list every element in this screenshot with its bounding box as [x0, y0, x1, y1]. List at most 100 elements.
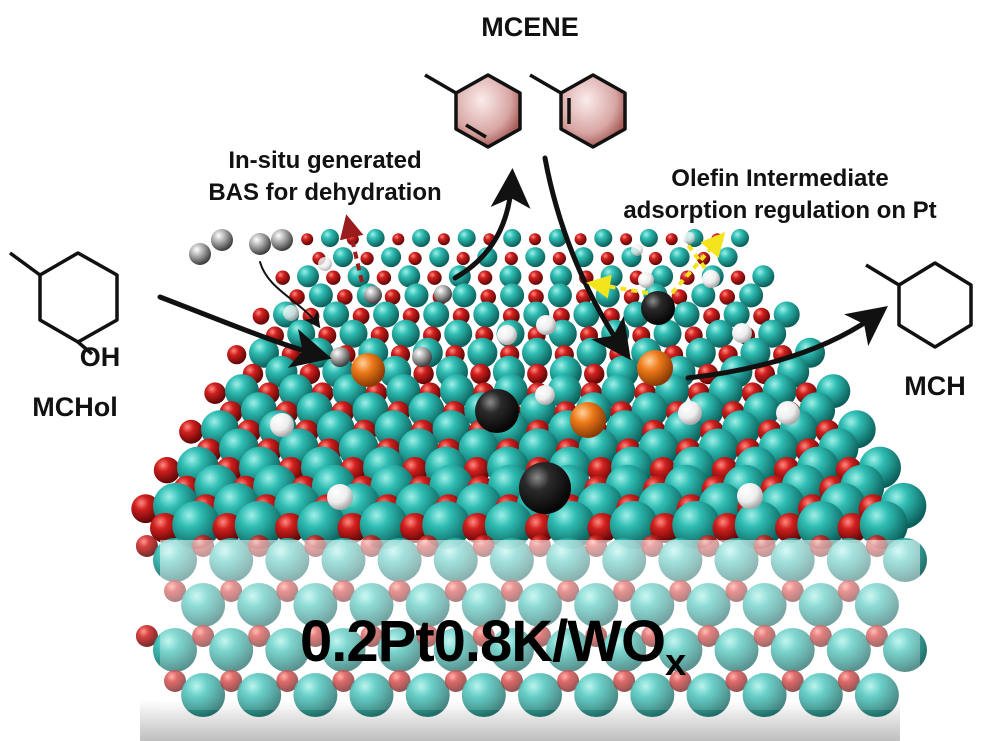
pt-atom — [519, 462, 571, 514]
o-atom — [837, 513, 868, 543]
o-atom — [529, 233, 541, 246]
w-atom — [386, 374, 421, 409]
w-atom — [740, 337, 771, 368]
o-atom — [477, 270, 493, 285]
yellow-arrow — [670, 231, 726, 295]
w-atom — [366, 229, 385, 247]
w-atom — [639, 229, 658, 247]
o-atom — [392, 233, 405, 246]
w-atom — [758, 319, 787, 348]
w-atom — [731, 229, 749, 247]
w-atom — [297, 265, 319, 288]
o-atom — [252, 307, 270, 325]
k-atom — [570, 402, 606, 438]
h-atom — [189, 243, 211, 265]
h-atom — [283, 305, 299, 321]
o-atom — [301, 233, 314, 246]
h-atom — [683, 232, 695, 244]
h-atom — [497, 325, 517, 345]
h-atom — [535, 385, 555, 405]
k-atom — [637, 350, 673, 386]
catalyst-formula: 0.2Pt0.8K/WO — [300, 609, 666, 674]
o-atom — [135, 535, 158, 557]
o-atom — [730, 270, 746, 285]
o-atom — [552, 251, 567, 266]
h-atom — [678, 401, 702, 425]
w-atom — [773, 301, 800, 328]
w-atom — [423, 301, 450, 328]
w-atom — [705, 319, 734, 348]
o-atom — [671, 289, 688, 305]
olefin-label-line2: adsorption regulation on Pt — [623, 197, 937, 224]
olefin-adsorption-arrows — [586, 231, 726, 299]
o-atom — [600, 251, 615, 266]
w-atom — [452, 283, 477, 308]
o-atom — [337, 289, 353, 305]
o-atom — [179, 419, 204, 444]
methylcyclohexene-structures-icon — [424, 73, 627, 149]
w-atom — [609, 501, 658, 549]
w-atom — [595, 283, 620, 308]
w-atom — [484, 501, 533, 549]
w-atom — [547, 283, 572, 308]
w-atom — [576, 337, 607, 368]
w-atom — [408, 392, 445, 429]
w-atom — [412, 229, 431, 247]
o-atom — [360, 251, 374, 266]
o-atom — [470, 363, 491, 385]
o-atom — [131, 494, 161, 524]
h-atom — [536, 315, 556, 335]
w-atom — [347, 265, 370, 288]
o-atom — [648, 251, 663, 266]
w-atom — [391, 319, 420, 348]
o-atom — [753, 307, 770, 325]
w-atom — [691, 283, 716, 308]
h-atom — [211, 229, 233, 251]
w-atom — [651, 265, 674, 288]
pt-atom — [475, 389, 519, 433]
w-atom — [723, 301, 750, 328]
h-atom — [732, 323, 752, 343]
w-atom — [333, 247, 353, 268]
o-atom — [574, 233, 587, 246]
o-atom — [289, 289, 305, 305]
w-atom — [669, 247, 690, 268]
o-atom — [275, 513, 305, 543]
h-atom — [737, 483, 763, 509]
w-atom — [550, 265, 572, 288]
o-atom — [504, 251, 518, 266]
bas-label-line2: BAS for dehydration — [208, 179, 442, 206]
arrow-surface-to-mch — [685, 305, 888, 381]
o-atom — [376, 270, 392, 285]
w-atom — [308, 283, 333, 308]
o-atom — [275, 270, 290, 285]
o-atom — [150, 513, 180, 543]
o-atom — [408, 251, 422, 266]
yellow-arrow — [586, 274, 649, 299]
h-atom — [271, 229, 293, 251]
yellow-arrow — [686, 243, 707, 270]
w-atom — [739, 283, 764, 308]
w-atom — [503, 229, 522, 247]
h-atom — [638, 272, 654, 288]
w-atom — [422, 501, 471, 549]
olefin-label-line1: Olefin Intermediate — [671, 165, 889, 192]
o-atom — [528, 289, 544, 305]
o-atom — [525, 513, 555, 543]
w-atom — [398, 265, 421, 288]
w-atom — [500, 283, 525, 308]
o-atom — [620, 233, 633, 246]
w-atom — [522, 337, 552, 368]
w-atom — [440, 374, 474, 409]
h-atom — [364, 286, 382, 304]
w-atom — [752, 265, 775, 288]
w-atom — [601, 374, 636, 409]
w-atom — [458, 428, 499, 469]
h-atom — [327, 484, 353, 510]
o-atom — [584, 363, 605, 385]
methylcyclohexanol-structure-icon — [8, 251, 119, 356]
o-atom — [153, 457, 181, 484]
w-atom — [547, 374, 582, 409]
o-atom — [665, 233, 678, 246]
o-atom — [135, 625, 158, 647]
